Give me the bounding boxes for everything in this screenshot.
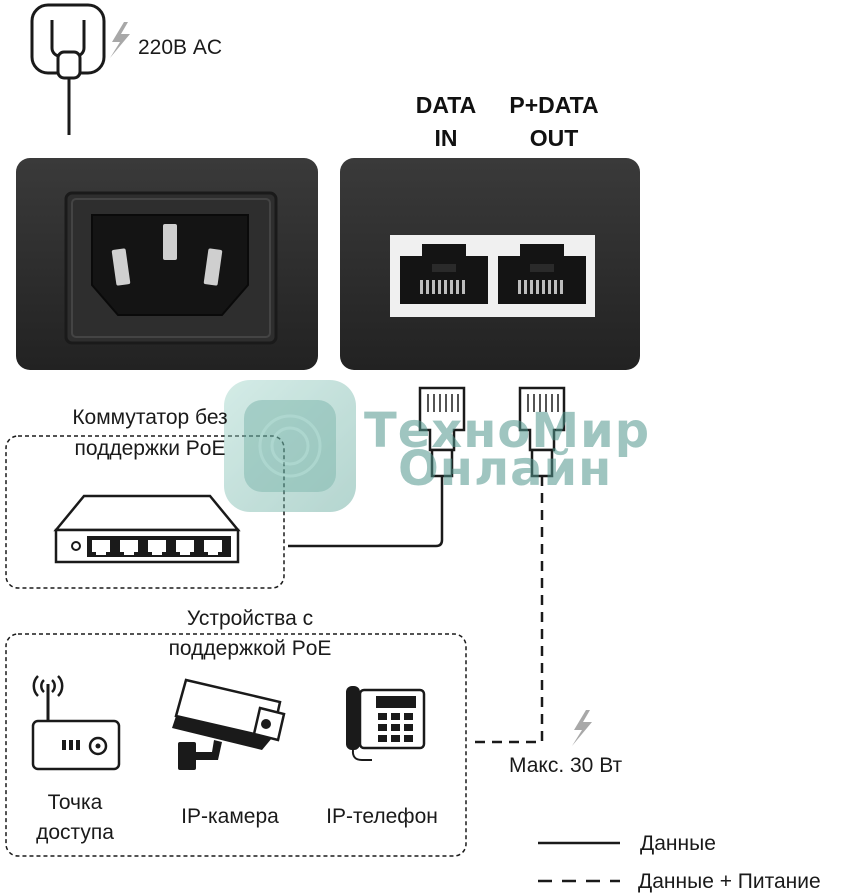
rj45-port-data-in (400, 244, 488, 304)
power-input-housing (16, 158, 318, 370)
camera-icon (172, 678, 286, 770)
port-in-label-line2: IN (434, 125, 458, 151)
legend-dashed-label: Данные + Питание (638, 870, 821, 893)
switch-label-line1: Коммутатор без (72, 406, 228, 429)
watermark-line1: ТехноМир (364, 403, 651, 459)
poe-group-label-line1: Устройства с (186, 607, 314, 630)
watermark-line2: Онлайн (398, 441, 613, 497)
phone-icon (346, 686, 426, 761)
wall-socket-icon (30, 3, 106, 135)
lightning-icon (110, 22, 130, 58)
injector-housing (340, 158, 640, 370)
rj45-port-pdata-out (498, 244, 586, 304)
device-ap-line2: доступа (36, 821, 114, 844)
device-camera-label: IP-камера (181, 805, 279, 828)
device-phone-label: IP-телефон (326, 805, 438, 828)
max-power-label: Макс. 30 Вт (509, 754, 623, 777)
switch-label-line2: поддержки PoE (74, 437, 226, 460)
poe-group-label-line2: поддержкой PoE (168, 637, 332, 660)
watermark-logo-icon (224, 380, 356, 512)
data-cable-solid (288, 476, 444, 548)
device-ap-line1: Точка (47, 791, 103, 814)
rj45-plug-in-icon (418, 386, 466, 478)
port-in-label-line1: DATA (415, 92, 477, 118)
poe-devices-group-frame (5, 633, 467, 857)
voltage-label: 220В AC (138, 36, 223, 59)
rj45-plug-out-icon (518, 386, 566, 478)
port-out-label-line1: P+DATA (509, 92, 599, 118)
iec-pins (111, 224, 223, 286)
legend-solid-label: Данные (640, 832, 716, 855)
data-power-cable-dashed (470, 476, 544, 744)
max-power-lightning-icon (572, 710, 592, 746)
port-out-label-line2: OUT (529, 125, 579, 151)
switch-icon (53, 494, 241, 564)
router-icon (31, 675, 121, 771)
